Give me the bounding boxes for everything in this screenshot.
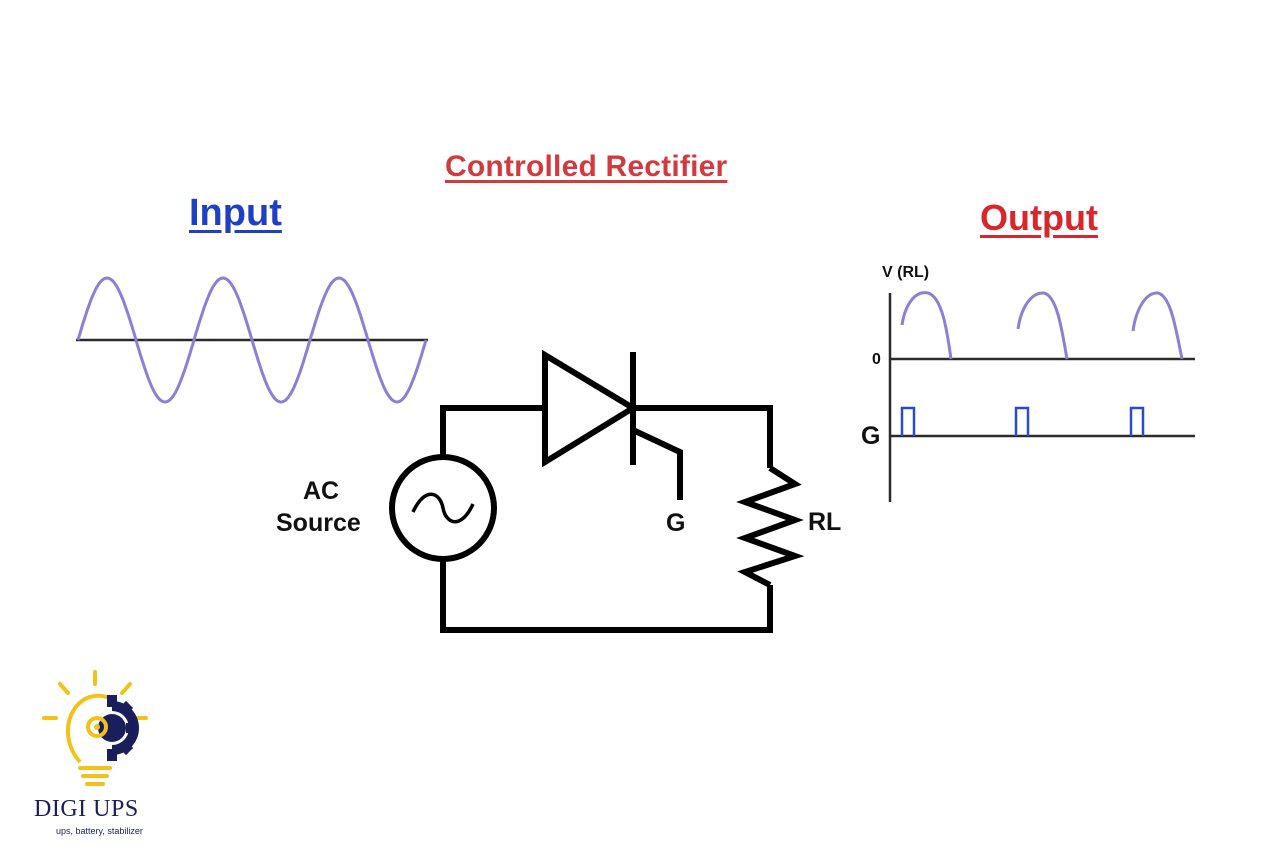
ac-source-tilde xyxy=(411,492,475,524)
ac-label: AC xyxy=(303,477,340,505)
brand-name: DIGI UPS xyxy=(34,796,139,822)
gate-pulse xyxy=(900,406,916,436)
input-sine-wave xyxy=(76,276,428,404)
input-heading: Input xyxy=(189,192,282,234)
output-rectified-pulse xyxy=(1016,291,1069,360)
diagram-title: Controlled Rectifier xyxy=(445,150,728,183)
gate-pulse xyxy=(1129,406,1145,436)
brand-tagline: ups, battery, stabilizer xyxy=(56,826,143,836)
wire-top-right xyxy=(633,405,773,468)
output-rectified-pulse xyxy=(900,291,953,360)
small-gear-icon xyxy=(86,716,108,738)
output-rectified-pulse xyxy=(1131,291,1184,360)
gate-lead xyxy=(631,427,683,500)
load-resistor-label: RL xyxy=(808,508,842,536)
wire-bottom xyxy=(440,555,773,633)
circuit xyxy=(389,349,805,633)
gate-terminal-label: G xyxy=(666,509,686,537)
output-zero-label: 0 xyxy=(872,351,881,368)
thyristor-triangle xyxy=(542,349,639,468)
output-gate-row-label: G xyxy=(861,422,881,450)
output-graph xyxy=(888,291,1195,502)
output-y-axis-label: V (RL) xyxy=(882,264,930,281)
gate-pulse xyxy=(1014,406,1030,436)
lightbulb-base-icon xyxy=(78,766,112,786)
output-heading: Output xyxy=(980,197,1098,238)
digi-ups-logo xyxy=(42,670,148,786)
lightbulb-icon xyxy=(66,693,119,764)
input-waveform xyxy=(76,276,428,404)
resistor-rl xyxy=(736,465,805,588)
source-label: Source xyxy=(276,509,361,537)
